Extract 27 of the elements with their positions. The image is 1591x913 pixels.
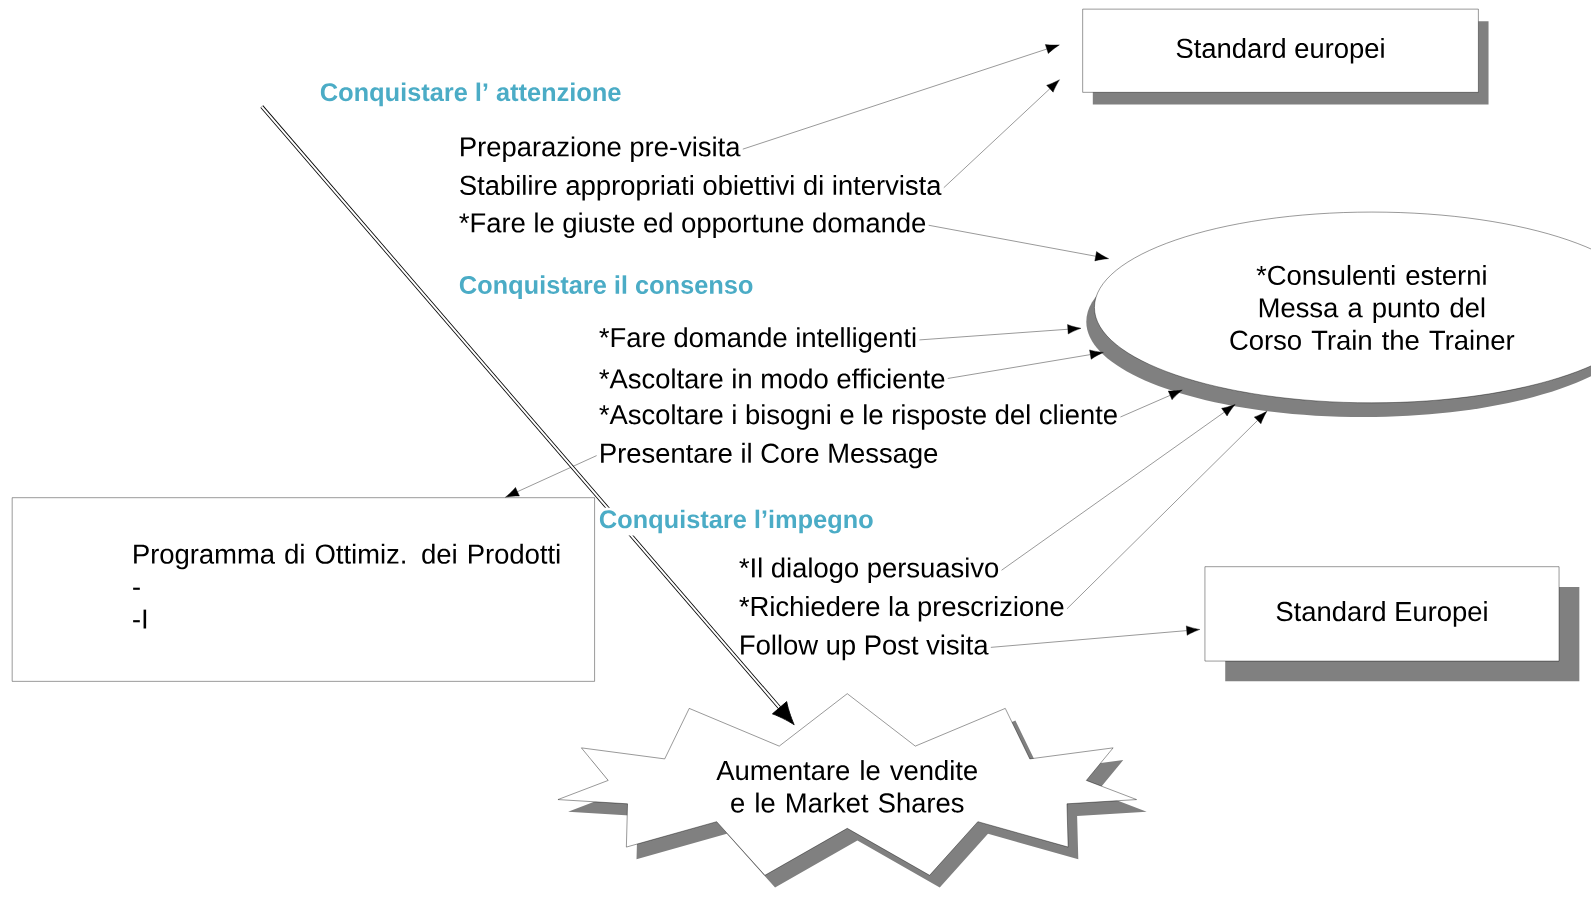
arrow — [919, 324, 1082, 341]
node-label: *Consulenti esterni Messa a punto del Corso Train the Trainer — [1230, 264, 1515, 350]
arrow — [1066, 410, 1268, 609]
arrow — [742, 44, 1060, 150]
arrow — [1001, 404, 1236, 571]
text-line: *Fare domande intelligenti — [599, 327, 916, 353]
section-heading: Conquistare l’impegno — [596, 507, 876, 536]
arrow — [260, 105, 795, 726]
section-heading: Conquistare il consenso — [456, 273, 756, 301]
arrow — [505, 455, 597, 498]
rectangle-box: Standard Europei — [1204, 566, 1580, 682]
text-line: *Richiedere la prescrizione — [739, 595, 1064, 622]
text-line: Preparazione pre-visita — [461, 136, 741, 162]
text-line: Stabilire appropriati obiettivi di intervista — [460, 174, 942, 201]
arrow — [990, 625, 1200, 648]
text-line: Follow up Post visita — [741, 634, 989, 661]
arrow — [928, 224, 1109, 261]
text-line: *Fare le giuste ed opportune domande — [459, 212, 926, 238]
section-heading: Conquistare l’ attenzione — [317, 80, 624, 109]
text-line: *Il dialogo persuasivo — [739, 557, 999, 583]
arrow — [943, 79, 1060, 188]
rectangle-box: Standard europei — [1082, 8, 1489, 105]
text-line: *Ascoltare in modo efficiente — [599, 368, 945, 389]
arrow — [947, 349, 1104, 379]
rectangle-box: Programma di Ottimiz. dei Prodotti - -I — [11, 497, 595, 682]
text-line: Presentare il Core Message — [601, 442, 938, 469]
arrow — [1120, 389, 1183, 418]
